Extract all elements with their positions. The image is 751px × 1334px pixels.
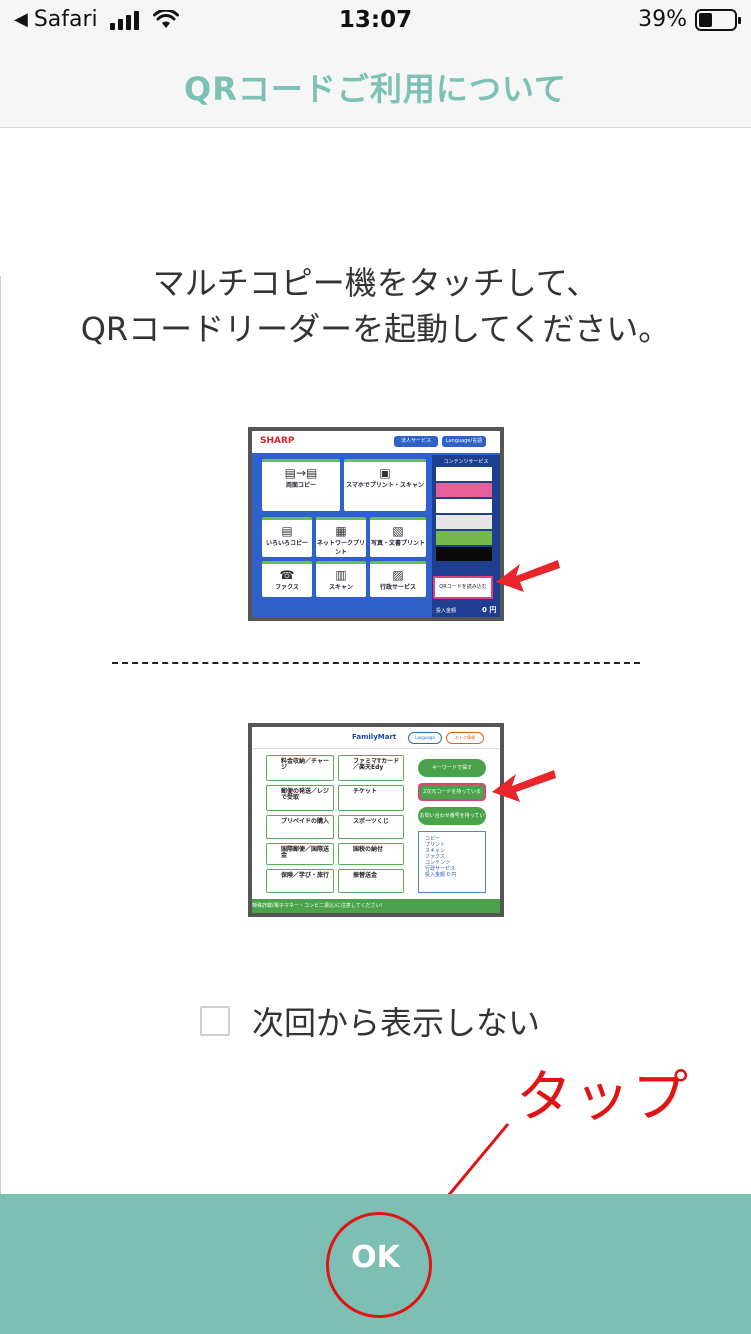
instruction-text: マルチコピー機をタッチして、 QRコードリーダーを起動してください。 [0,260,751,352]
qr-code-button: 2次元コードを持っている [418,783,486,801]
famima-top-bar: FamilyMart Language おトク情報 [252,727,500,749]
famima-tile: 保険／学び・旅行 [266,869,334,893]
content-swatch [436,499,492,513]
dont-show-again-checkbox[interactable] [200,1006,230,1036]
ok-highlight-circle [326,1212,432,1318]
famima-pill: おトク情報 [446,732,484,744]
page-title: QRコードご利用について [184,70,567,108]
sharp-top-bar: SHARP 法人サービス Language/言語 [252,431,500,453]
keyword-search-button: キーワードで探す [418,759,486,777]
back-app-label: Safari [33,7,98,32]
famima-tile: スポーツくじ [338,815,404,839]
tap-annotation: タップ [516,1065,690,1130]
status-left[interactable]: ◀ Safari [14,7,179,32]
content-swatch [436,531,492,545]
clock: 13:07 [338,7,413,33]
famima-tile: チケット [338,785,404,811]
sharp-tile: ▥スキャン [316,561,366,597]
content-swatch [436,515,492,529]
battery-icon [695,8,741,31]
famima-tile: プリペイドの購入 [266,815,334,839]
divider [0,276,1,1196]
red-arrow-icon [496,560,560,592]
content-swatch [436,467,492,481]
page-header: QRコードご利用について [0,42,751,128]
sharp-logo: SHARP [260,436,295,446]
red-arrow-icon [492,770,556,802]
status-bar: ◀ Safari 13:07 39% [0,0,751,42]
familymart-screenshot: FamilyMart Language おトク情報 料金収納／チャージ ファミマ… [248,723,504,917]
qr-read-button: QRコードを読み込む [433,576,493,599]
sharp-tile: ▦ネットワークプリント [316,517,366,557]
sharp-tile: ☎ファクス [262,561,312,597]
sharp-tile: ▤→▤両面コピー [262,459,340,511]
sharp-copier-screenshot: SHARP 法人サービス Language/言語 ▤→▤両面コピー ▣スマホでプ… [248,427,504,621]
content-swatch [436,547,492,561]
famima-services-box: コピー プリント スキャン ファクス コンテンツ 行政サービス 投入金額 0 円 [418,831,486,893]
content-swatch [436,483,492,497]
sharp-tile: ▧写真・文書プリント [370,517,426,557]
dont-show-again-row[interactable]: 次回から表示しない [200,998,540,1044]
famima-tile: 国税の納付 [338,843,404,865]
famima-ticker: 特殊詐欺(電子マネー・コンビニ振込)に注意してください! [252,899,500,913]
status-right: 39% [638,7,741,32]
cellular-signal-icon [109,10,139,30]
wifi-icon [152,9,179,28]
famima-tile: 郵便の発送／レジで受取 [266,785,334,811]
instruction-line-1: マルチコピー機をタッチして、 [152,264,599,302]
section-divider [112,662,640,664]
battery-percent: 39% [638,7,687,32]
famima-tile: ファミマTカード／楽天Edy [338,755,404,781]
sharp-pill: Language/言語 [442,436,486,447]
inquiry-number-button: お問い合わせ番号を持っている [418,807,486,837]
dont-show-again-label: 次回から表示しない [252,1004,541,1042]
sharp-tile: ▨行政サービス [370,561,426,597]
instruction-line-2: QRコードリーダーを起動してください。 [80,310,671,348]
famima-tile: 料金収納／チャージ [266,755,334,781]
famima-pill: Language [408,732,442,744]
sharp-tile: ▣スマホでプリント・スキャン [344,459,426,511]
famima-tile: 国際郵便／国際送金 [266,843,334,865]
sharp-tile: ▤いろいろコピー [262,517,312,557]
famima-tile: 振替送金 [338,869,404,893]
back-arrow-icon: ◀ [14,9,28,30]
sharp-pill: 法人サービス [394,436,438,447]
familymart-logo: FamilyMart [352,733,397,741]
